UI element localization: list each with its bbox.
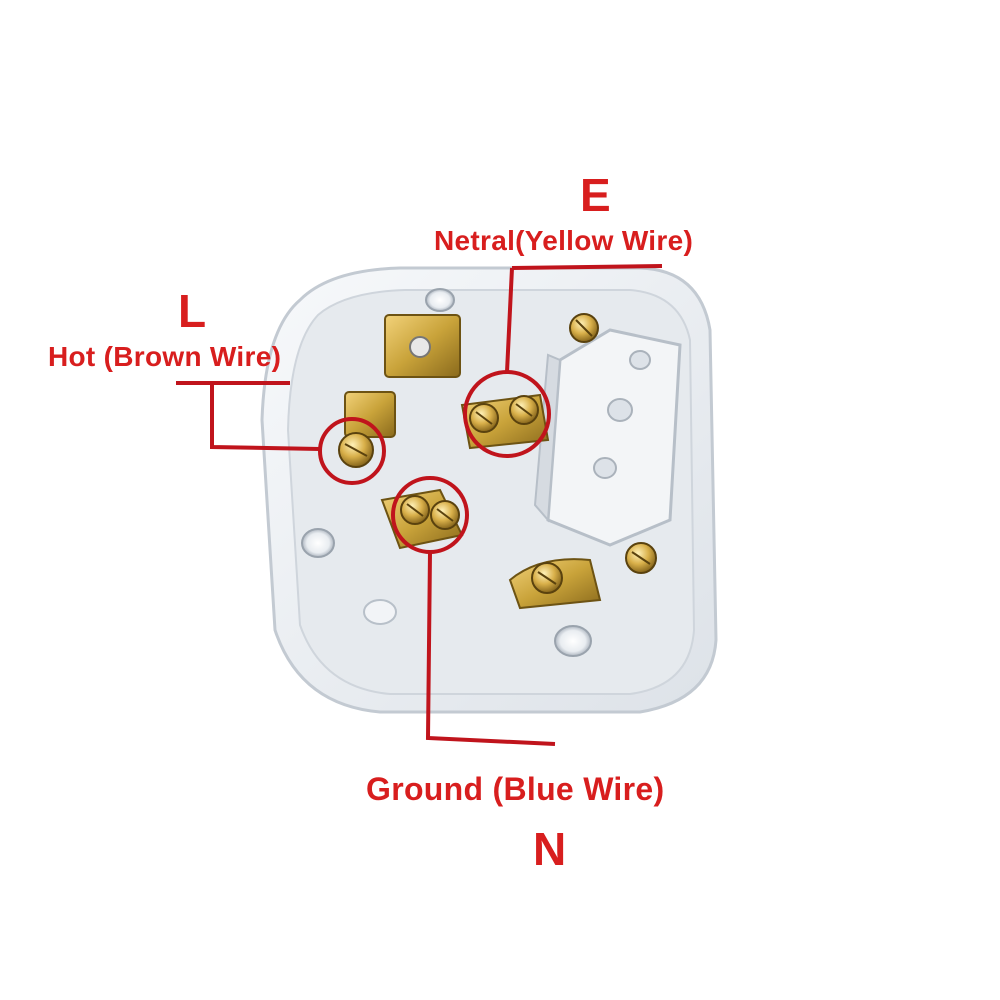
earth-terminal [460,393,550,450]
mounting-holes [301,288,592,657]
live-leader-path [176,381,321,451]
neutral-terminal [380,488,464,550]
live-terminal [338,314,461,468]
live-letter-label: L [178,285,207,337]
neutral-description-label: Ground (Blue Wire) [366,771,665,807]
earth-description-label: Netral(Yellow Wire) [434,225,694,256]
live-description-label: Hot (Brown Wire) [48,341,282,372]
earth-leader-path [505,264,663,373]
annotations [176,264,663,746]
neutral-letter-label: N [533,823,567,875]
earth-letter-label: E [580,169,611,221]
fuse-holder [533,328,682,547]
cord-clamp-screws [508,313,657,610]
live-highlight-circle [318,417,386,485]
neutral-leader-path [425,551,556,746]
